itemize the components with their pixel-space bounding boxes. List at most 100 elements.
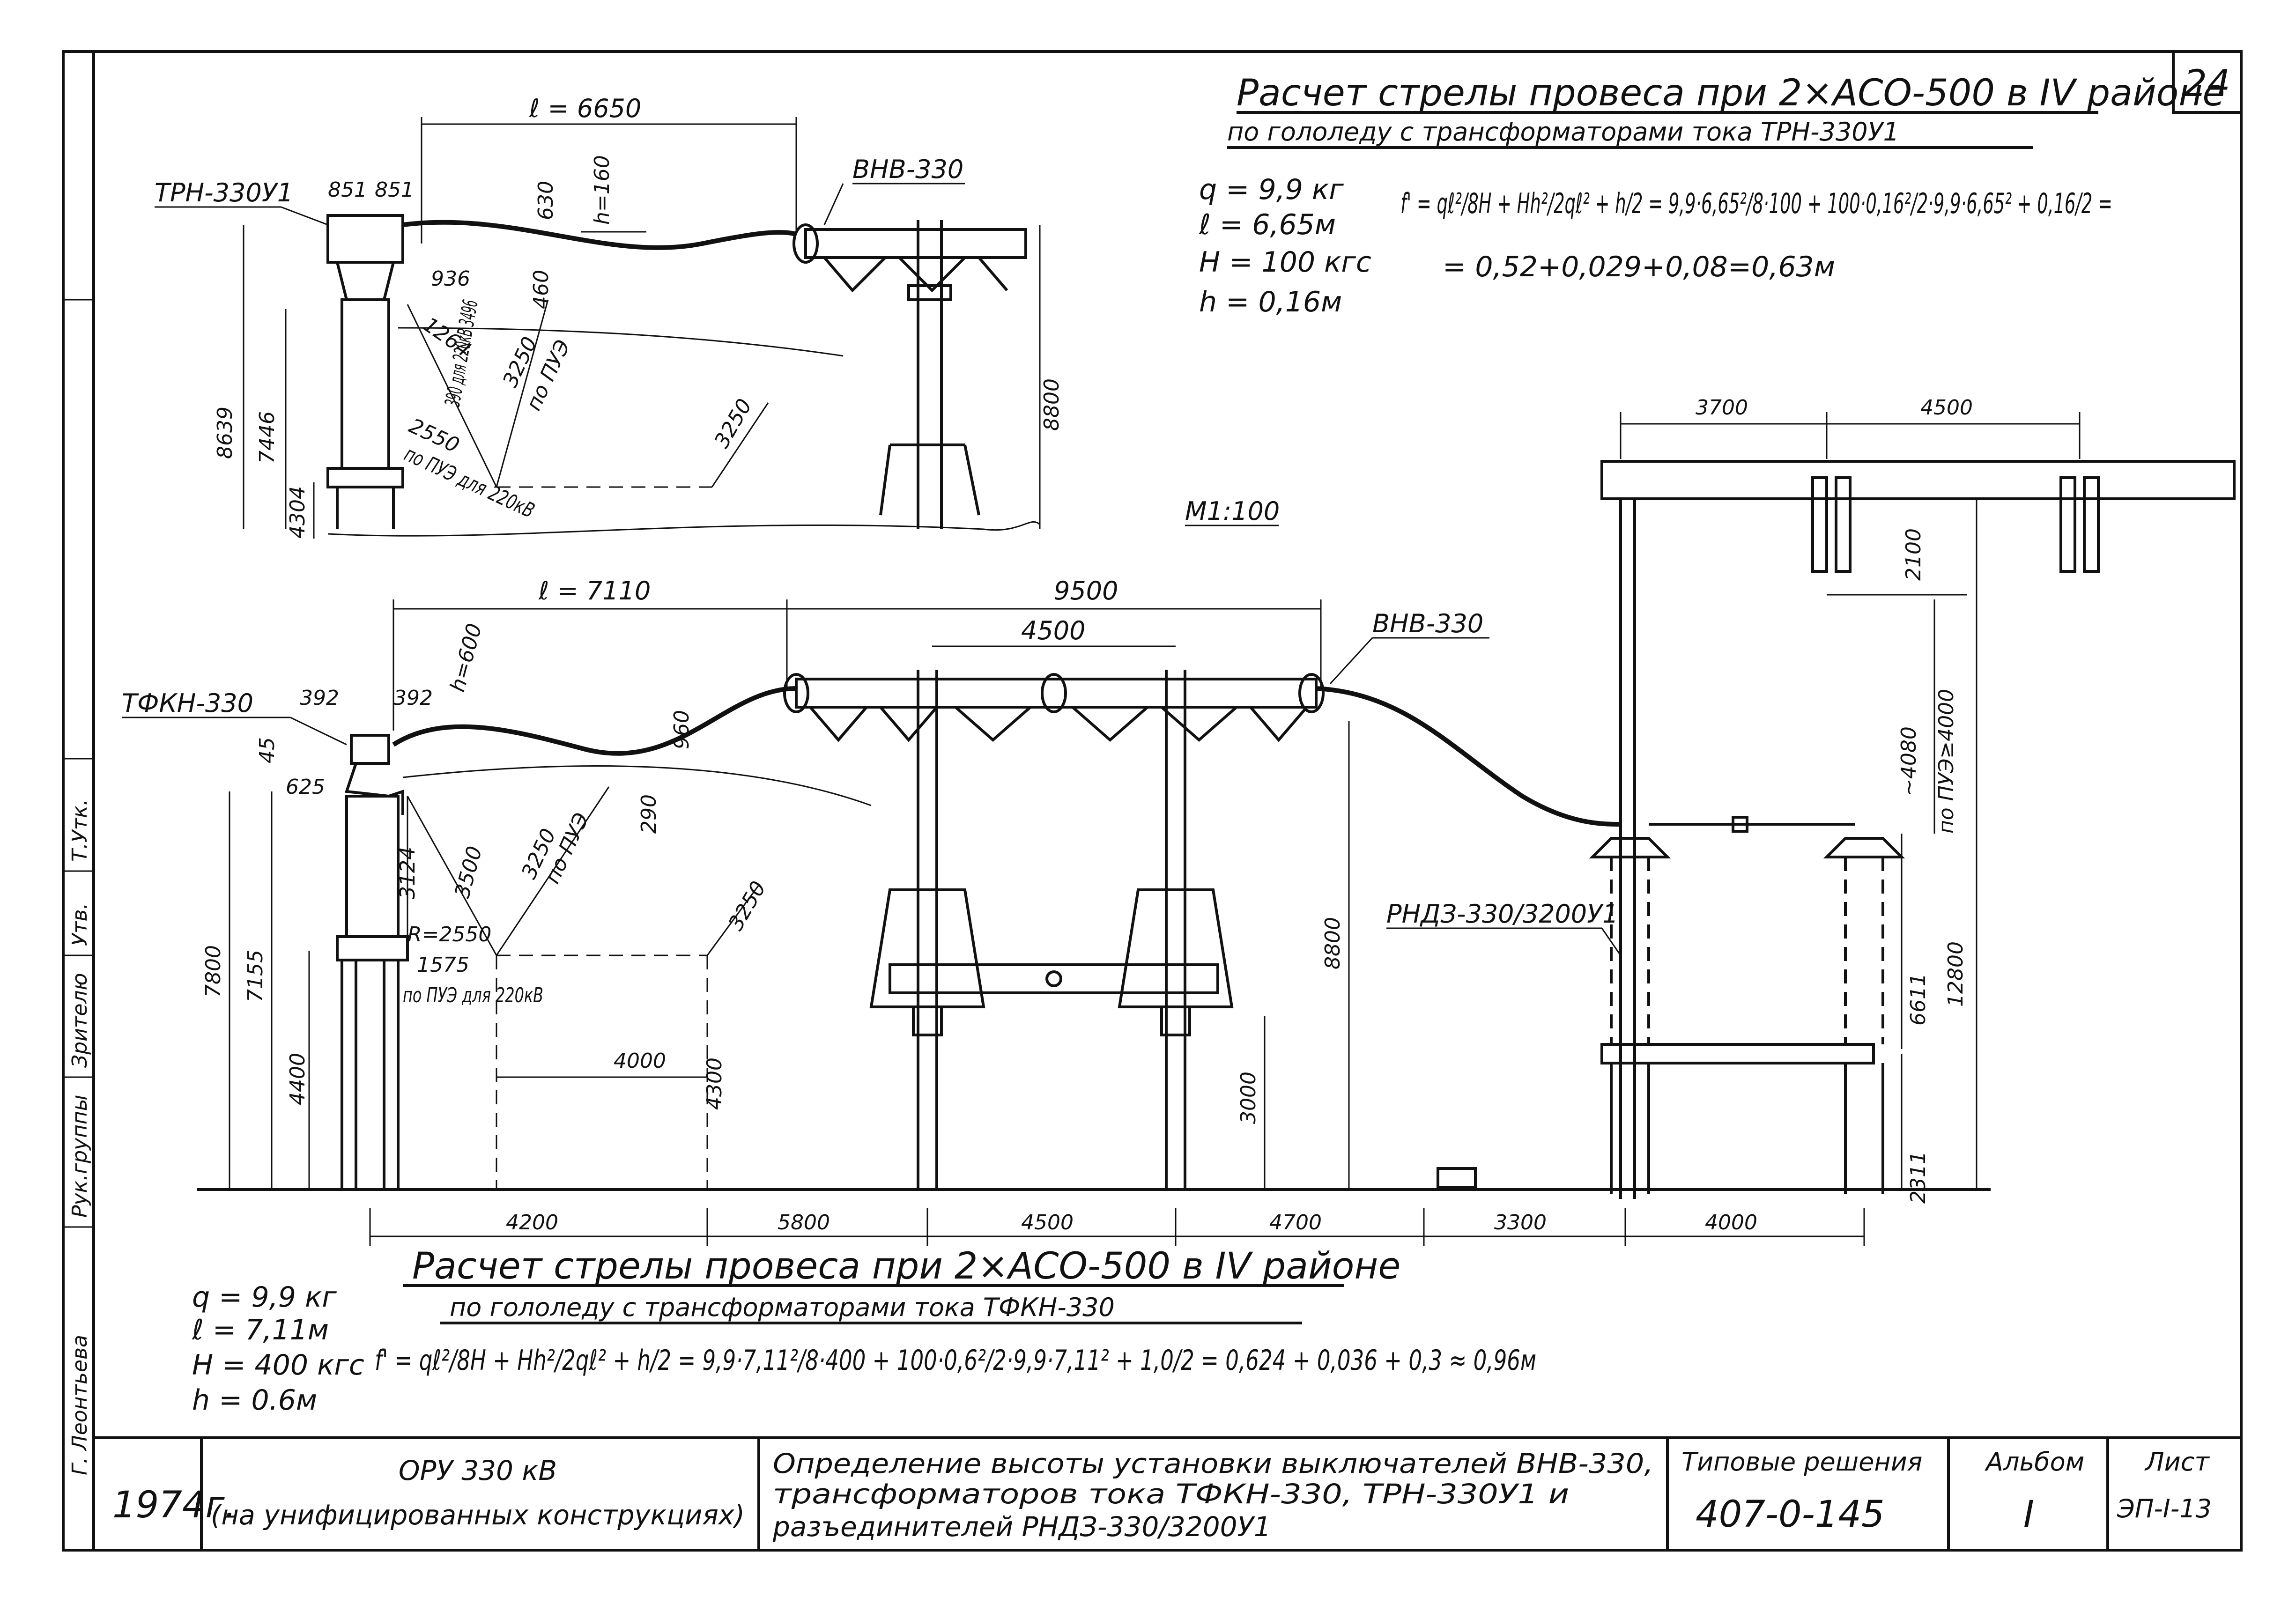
top-heading-line1: Расчет стрелы провеса при 2×АСО-500 в IV…	[1237, 72, 2225, 114]
main-dim-4000: 4000	[614, 1049, 666, 1073]
trn-head	[326, 214, 404, 264]
bottom-dim-3300: 3300	[1494, 1211, 1547, 1234]
tb-desc2: трансформаторов тока ТФКН-330, ТРН-330У1…	[773, 1478, 1569, 1510]
main-diagram: ℓ = 7110 9500 4500 ТФКН-330 392 392 45 6…	[122, 576, 1621, 1190]
top-span-label: ℓ = 6650	[529, 94, 641, 123]
top-dim-4304: 4304	[286, 486, 310, 539]
top-heading-line2: по гололеду с трансформаторами тока ТРН-…	[1227, 117, 1899, 147]
right-dim-3700: 3700	[1696, 396, 1748, 420]
bottom-calculation: Расчет стрелы провеса при 2×АСО-500 в IV…	[192, 1245, 1536, 1417]
top-formula-result: = 0,52+0,029+0,08=0,63м	[1443, 251, 1835, 283]
main-dim-392a: 392	[300, 686, 339, 710]
top-dim-h160: h=160	[590, 155, 614, 225]
tb-object-line2: (на унифицированных конструкциях)	[211, 1499, 745, 1531]
vnv-top-tank	[804, 228, 1027, 259]
main-dim-4400: 4400	[286, 1053, 310, 1105]
main-span-label: ℓ = 7110	[538, 576, 651, 606]
main-conductor	[392, 686, 1621, 827]
right-dim-4500: 4500	[1920, 396, 1973, 420]
main-dim-45: 45	[255, 737, 279, 763]
strip-text-4: Утв.	[68, 903, 92, 946]
top-dim-pue220: по ПУЭ для 220кВ	[400, 442, 538, 523]
right-dim-4080: ~4080	[1897, 726, 1921, 796]
outer-frame	[62, 50, 2243, 1552]
tb-album-label: Альбом	[1985, 1447, 2084, 1477]
vnv-main-tank	[795, 678, 1318, 709]
label-tfkn: ТФКН-330	[122, 688, 253, 718]
right-dim-12800: 12800	[1944, 941, 1968, 1007]
top-dim-851a: 851	[328, 178, 367, 202]
tb-album-value: I	[2023, 1493, 2034, 1536]
top-dim-8800: 8800	[1040, 378, 1064, 431]
bottom-dim-4500: 4500	[1021, 1211, 1074, 1234]
bottom-param-h-force: H = 400 кгс	[192, 1349, 364, 1382]
tb-desc3: разъединителей РНДЗ-330/3200У1	[772, 1511, 1271, 1543]
top-dim-3250b: 3250	[710, 395, 756, 452]
bottom-dim-4000: 4000	[1705, 1211, 1757, 1234]
top-calculation: Расчет стрелы провеса при 2×АСО-500 в IV…	[1199, 72, 2225, 318]
main-dim-8800: 8800	[1321, 917, 1345, 969]
main-dim-r2550: R=2550	[407, 923, 491, 946]
bottom-dim-4700: 4700	[1269, 1211, 1322, 1234]
main-dim-290: 290	[637, 794, 661, 834]
top-dim-630: 630	[534, 181, 558, 220]
top-formula: f' = qℓ²/8H + Hh²/2qℓ² + h/2 = 9,9·6,65²…	[1400, 187, 2112, 220]
top-dim-390: 390 для 220кВ 3496	[441, 298, 483, 408]
main-dim-392b: 392	[393, 686, 433, 710]
tfkn-body	[345, 795, 400, 938]
ground-and-bottom-dims: 4200 5800 4500 4700 3300 4000	[197, 1167, 1991, 1246]
strip-text-2: Рук.группы	[68, 1095, 92, 1218]
label-trn: ТРН-330У1	[155, 178, 293, 207]
top-param-h-force: H = 100 кгс	[1199, 246, 1371, 279]
main-dim-pue220: по ПУЭ для 220кВ	[403, 983, 543, 1007]
title-block: 1974г. ОРУ 330 кВ (на унифицированных ко…	[94, 1436, 2241, 1550]
main-dim-h600: h=600	[445, 621, 487, 695]
top-dim-936: 936	[431, 267, 470, 291]
right-dim-pue4000: по ПУЭ≥4000	[1934, 689, 1958, 834]
label-rnd: РНДЗ-330/3200У1	[1386, 899, 1618, 929]
tb-year: 1974г.	[112, 1484, 236, 1526]
tfkn-head	[350, 734, 390, 765]
vnv-top-insulator	[792, 223, 819, 264]
sheet-number: 24	[2184, 63, 2230, 105]
top-dim-851b: 851	[375, 178, 414, 202]
tfkn-base	[336, 935, 409, 961]
bottom-heading-line1: Расчет стрелы провеса при 2×АСО-500 в IV…	[412, 1245, 1400, 1287]
bottom-heading-line2: по гололеду с трансформаторами тока ТФКН…	[450, 1293, 1115, 1322]
tb-desc1: Определение высоты установки выключателе…	[773, 1448, 1653, 1479]
top-conductor	[402, 220, 797, 250]
right-dim-2100: 2100	[1902, 528, 1926, 581]
strip-text-5: Т.Утк.	[68, 799, 92, 862]
main-span2-label: 9500	[1054, 576, 1118, 606]
tb-sheet-label: Лист	[2144, 1447, 2210, 1477]
main-dim-3000: 3000	[1237, 1072, 1260, 1124]
tb-object-line1: ОРУ 330 кВ	[399, 1455, 557, 1486]
trn-body	[341, 298, 390, 470]
main-dim-3250b: 3250	[724, 877, 770, 934]
main-dim-1575: 1575	[417, 953, 469, 977]
strip-text-3: Зрителю	[68, 973, 92, 1068]
bottom-dim-5800: 5800	[778, 1211, 830, 1234]
right-dim-2311: 2311	[1906, 1151, 1930, 1204]
bottom-param-h: h = 0.6м	[192, 1384, 317, 1417]
main-span3-label: 4500	[1021, 616, 1085, 645]
tb-solutions-code: 407-0-145	[1696, 1493, 1885, 1536]
tb-solutions-label: Типовые решения	[1681, 1447, 1922, 1477]
trn-base	[326, 467, 404, 488]
bottom-param-q: q = 9,9 кг	[192, 1281, 337, 1314]
label-vnv-main: ВНВ-330	[1372, 609, 1483, 638]
top-param-h: h = 0,16м	[1199, 286, 1342, 318]
top-param-q: q = 9,9 кг	[1199, 173, 1344, 206]
top-dim-460: 460	[529, 270, 553, 309]
right-diagram: 3700 4500 2100 ~4080 по ПУЭ≥4000 12800 6…	[1386, 396, 2236, 1204]
scale-label: М1:100	[1185, 496, 1280, 526]
right-dim-6611: 6611	[1906, 973, 1930, 1026]
sheet-number-box	[2172, 50, 2243, 114]
main-dim-7800: 7800	[201, 945, 225, 998]
top-dim-7446: 7446	[255, 411, 279, 464]
main-dim-7155: 7155	[244, 950, 267, 1002]
left-strip: Г. Леонтьева Рук.группы Зрителю Утв. Т.У…	[63, 299, 94, 1475]
tb-sheet-code: ЭП-I-13	[2117, 1494, 2212, 1523]
strip-text-1: Г. Леонтьева	[68, 1335, 92, 1475]
